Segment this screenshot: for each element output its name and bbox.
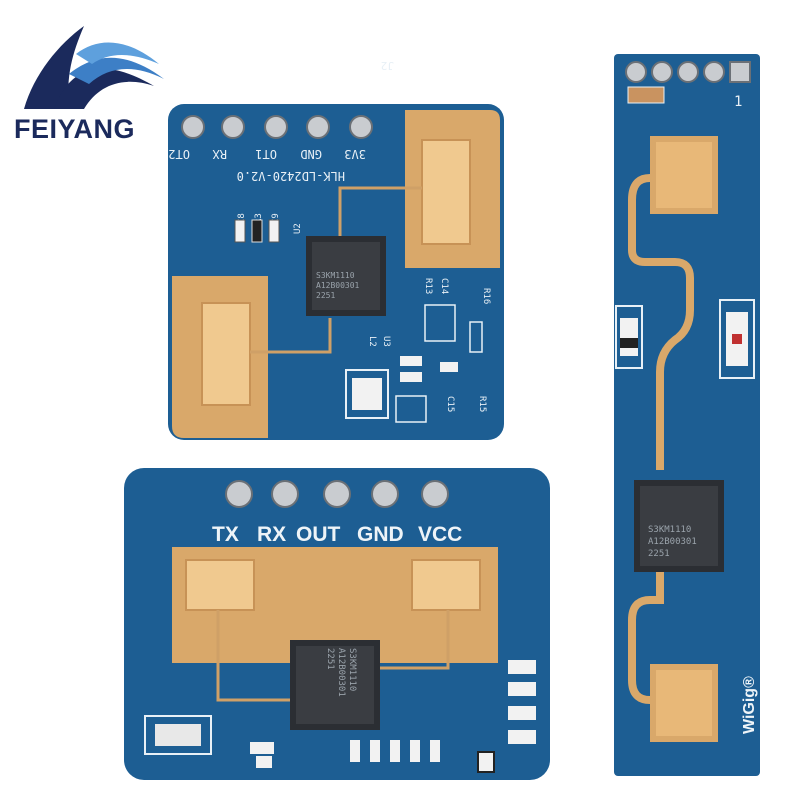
model-label: HLK-LD2420-V2.0	[237, 169, 345, 183]
chip-label: A12B00301	[336, 648, 346, 697]
chip-label: S3KM1110	[316, 271, 355, 280]
ref-label: C15	[445, 396, 455, 412]
board-ld2420: OT2 RX OT1 GND 3V3 J2 HLK-LD2420-V2.0 C8…	[168, 59, 504, 440]
pin-label: GND	[300, 147, 322, 161]
chip-label: A12B00301	[648, 537, 697, 547]
chip-label: 2251	[325, 648, 335, 670]
header-pins	[225, 480, 449, 508]
pin-label: VCC	[418, 523, 462, 546]
pin-label: RX	[257, 523, 286, 546]
brand-wave-icon	[24, 26, 164, 109]
pin-label: TX	[212, 523, 239, 546]
pin1-label: 1	[734, 94, 742, 110]
radar-chip: S3KM1110 A12B00301 2251	[290, 640, 380, 730]
header-pins	[625, 61, 751, 83]
chip-label: S3KM1110	[648, 525, 691, 535]
board-strip: 1 S3KM1110 A12B00301 2251	[614, 54, 760, 776]
header-pins	[181, 115, 373, 139]
pin-label: RX	[212, 147, 227, 161]
ref-label: C9	[271, 213, 281, 224]
pin-label: OUT	[296, 523, 341, 546]
chip-label: 2251	[316, 291, 335, 300]
chip-label: A12B00301	[316, 281, 360, 290]
board-bottom: TX RX OUT GND VCC S3KM1110 A12B00301 225…	[124, 468, 550, 780]
brand-name: FEIYANG	[14, 114, 136, 144]
ref-label: R3	[254, 213, 264, 224]
radar-chip: S3KM1110 A12B00301 2251	[634, 480, 724, 572]
pin-label: GND	[357, 523, 404, 546]
ref-label: L2	[367, 336, 377, 347]
ref-label: U2	[293, 223, 303, 234]
ref-label: R16	[481, 288, 491, 304]
ref-label: C14	[439, 278, 449, 294]
brand-logo: FEIYANG	[14, 14, 174, 144]
pin-label: 3V3	[344, 147, 366, 161]
pin-label: OT2	[168, 147, 190, 161]
chip-label: S3KM1110	[347, 648, 357, 691]
ref-label: R15	[477, 396, 487, 412]
radar-chip: S3KM1110 A12B00301 2251	[306, 236, 386, 316]
ref-label: R13	[423, 278, 433, 294]
pin-label: OT1	[255, 147, 277, 161]
ref-label: C8	[237, 213, 247, 224]
brand-mark: WiGig®	[741, 676, 758, 734]
chip-label: 2251	[648, 549, 670, 559]
header-ref: J2	[381, 59, 394, 72]
ref-label: U3	[381, 336, 391, 347]
